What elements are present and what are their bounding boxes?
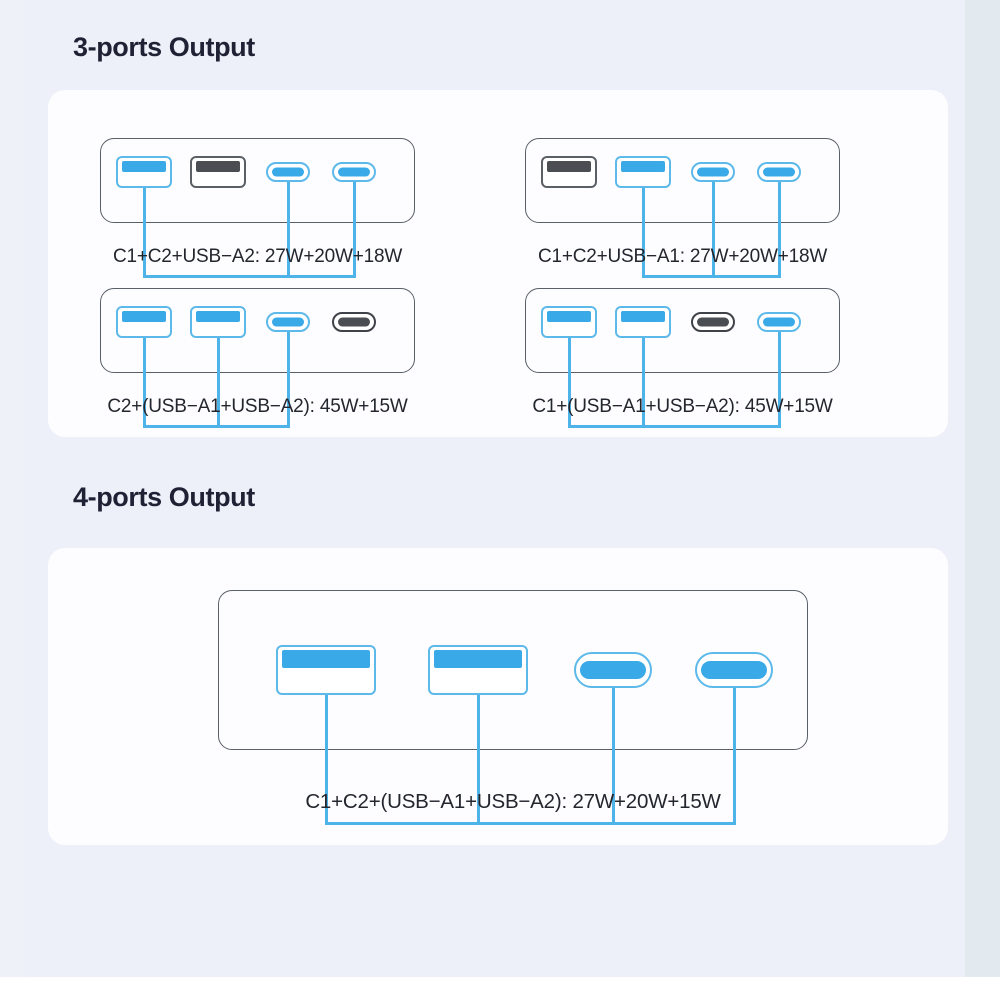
connector-bus [142, 425, 290, 428]
section-title-4ports: 4-ports Output [73, 482, 255, 512]
diagram-caption-c2-usba1-usba2: C2+(USB−A1+USB−A2): 45W+15W [107, 396, 408, 417]
connector-bus [324, 822, 736, 825]
card-3ports-output [48, 90, 948, 437]
port-contact-bar [122, 161, 166, 173]
port-contact-bar [701, 661, 767, 679]
port-usb-a1-usb-a[interactable] [541, 156, 597, 188]
connector-lead-usb-c2 [732, 688, 736, 822]
port-usb-c2-usb-c[interactable] [757, 162, 801, 182]
port-contact-bar [338, 167, 370, 177]
port-usb-a2-usb-a[interactable] [190, 156, 246, 188]
port-usb-c1-usb-c[interactable] [691, 162, 735, 182]
connector-lead-usb-c1 [286, 182, 290, 275]
port-contact-bar [763, 317, 795, 327]
section-title-3ports: 3-ports Output [73, 32, 255, 62]
connector-lead-usb-c2 [777, 332, 781, 425]
port-usb-a1-usb-a[interactable] [276, 645, 376, 695]
port-contact-bar [547, 311, 591, 323]
port-contact-bar [580, 661, 646, 679]
port-contact-bar [621, 311, 665, 323]
port-usb-c2-usb-c[interactable] [332, 312, 376, 332]
diagram-caption-c1-c2-usba1-usba2: C1+C2+(USB−A1+USB−A2): 27W+20W+15W [305, 790, 721, 813]
port-contact-bar [272, 317, 304, 327]
device-outline [100, 288, 415, 373]
port-usb-a1-usb-a[interactable] [116, 306, 172, 338]
device-outline [525, 288, 840, 373]
page-left-margin [0, 0, 25, 977]
connector-lead-usb-c1 [711, 182, 715, 275]
connector-lead-usb-a1 [142, 338, 146, 425]
port-usb-a2-usb-a[interactable] [615, 306, 671, 338]
page-right-margin [965, 0, 1000, 977]
connector-bus [142, 275, 356, 278]
connector-lead-usb-a2 [641, 338, 645, 425]
port-contact-bar [434, 650, 522, 669]
connector-lead-usb-a1 [567, 338, 571, 425]
connector-lead-usb-a2 [641, 188, 645, 275]
port-contact-bar [547, 161, 591, 173]
port-contact-bar [282, 650, 370, 669]
port-contact-bar [763, 167, 795, 177]
port-usb-a2-usb-a[interactable] [428, 645, 528, 695]
diagram-caption-c1-c2-usba2: C1+C2+USB−A2: 27W+20W+18W [112, 246, 403, 267]
port-usb-c1-usb-c[interactable] [266, 162, 310, 182]
device-outline [100, 138, 415, 223]
port-usb-c2-usb-c[interactable] [695, 652, 773, 688]
diagram-caption-c1-usba1-usba2: C1+(USB−A1+USB−A2): 45W+15W [532, 396, 833, 417]
port-contact-bar [621, 161, 665, 173]
connector-lead-usb-c1 [611, 688, 615, 822]
connector-lead-usb-a1 [142, 188, 146, 275]
port-contact-bar [122, 311, 166, 323]
port-usb-c1-usb-c[interactable] [266, 312, 310, 332]
port-usb-a2-usb-a[interactable] [190, 306, 246, 338]
connector-bus [567, 425, 781, 428]
port-usb-c2-usb-c[interactable] [332, 162, 376, 182]
port-contact-bar [338, 317, 370, 327]
connector-bus [641, 275, 781, 278]
port-usb-a1-usb-a[interactable] [116, 156, 172, 188]
connector-lead-usb-a2 [216, 338, 220, 425]
port-contact-bar [697, 317, 729, 327]
connector-lead-usb-c2 [777, 182, 781, 275]
diagram-caption-c1-c2-usba1: C1+C2+USB−A1: 27W+20W+18W [537, 246, 828, 267]
port-contact-bar [272, 167, 304, 177]
device-outline [525, 138, 840, 223]
port-usb-a1-usb-a[interactable] [541, 306, 597, 338]
port-contact-bar [196, 161, 240, 173]
connector-lead-usb-c1 [286, 332, 290, 425]
port-usb-c1-usb-c[interactable] [691, 312, 735, 332]
connector-lead-usb-a1 [324, 695, 328, 822]
connector-lead-usb-c2 [352, 182, 356, 275]
port-usb-c1-usb-c[interactable] [574, 652, 652, 688]
connector-lead-usb-a2 [476, 695, 480, 822]
port-contact-bar [196, 311, 240, 323]
device-outline [218, 590, 808, 750]
page-bottom-margin [0, 977, 1000, 1000]
port-contact-bar [697, 167, 729, 177]
port-usb-c2-usb-c[interactable] [757, 312, 801, 332]
port-usb-a2-usb-a[interactable] [615, 156, 671, 188]
